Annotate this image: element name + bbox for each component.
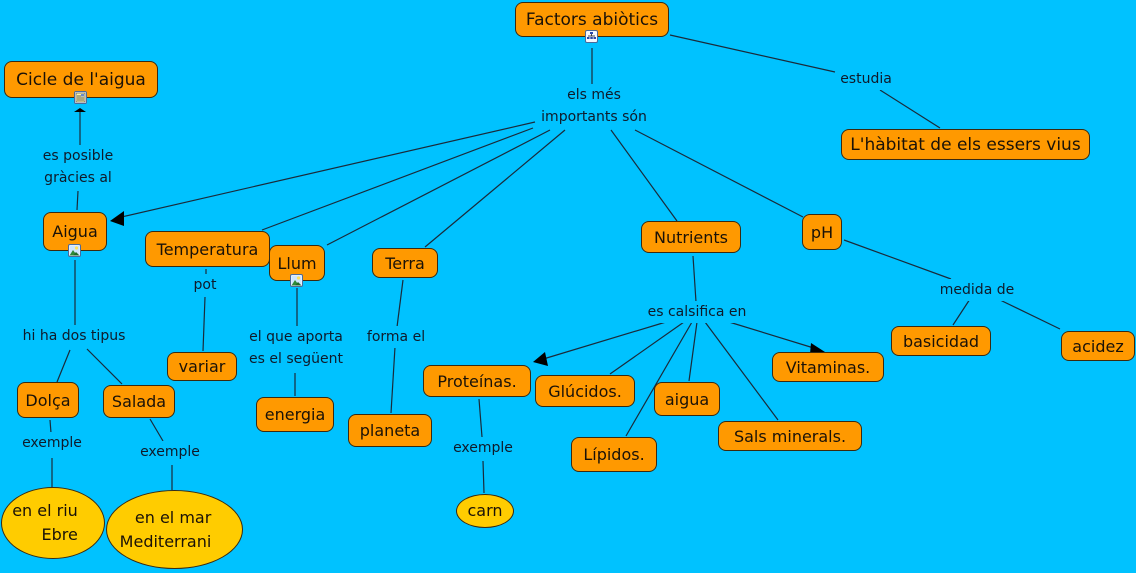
edge-classifica-proteinas [539,321,667,361]
edge-classifica-vitaminas [728,321,818,350]
edge-nutrients-classifica [692,255,697,303]
edge-factors-estudia [669,34,836,73]
link-label-forma: forma el [366,326,426,348]
edge-forma-planeta [390,346,396,414]
concept-vitaminas[interactable]: Vitaminas. [772,352,884,382]
concept-variar[interactable]: variar [167,352,237,381]
edge-medida-basicidad [952,298,971,326]
arrowhead-aigua [110,211,124,226]
link-label-importants: els més importants són [541,84,647,128]
edge-tipus-dolca [56,349,71,383]
concept-ph[interactable]: pH [802,214,842,250]
image-icon-llum[interactable] [290,274,303,287]
edge-importants-temperatura [261,127,534,231]
concept-energia[interactable]: energia [256,397,334,432]
edge-importants-nutrients [610,129,678,222]
concept-terra[interactable]: Terra [372,248,438,278]
link-label-exemple-dolca: exemple [22,432,82,454]
link-label-estudia: estudia [840,68,892,90]
concept-basicidad[interactable]: basicidad [891,326,991,356]
arrowhead-proteinas [533,352,548,366]
concept-proteinas[interactable]: Proteínas. [423,365,531,397]
edge-dolca-exemple [49,419,52,434]
edge-salada-exemple [149,418,164,442]
concept-map-icon[interactable] [585,30,598,43]
edge-ph-medida [843,239,952,280]
arrowhead-cicle [74,108,86,112]
link-label-exemple-salada: exemple [140,441,200,463]
concept-lipidos[interactable]: Lípidos. [571,437,657,472]
edge-exemple-carn [482,460,485,494]
edge-tipus-salada [86,348,123,385]
edge-aigua-posible [76,190,79,211]
concept-salada[interactable]: Salada [103,385,175,418]
concept-sals-minerals[interactable]: Sals minerals. [718,421,862,451]
edge-proteinas-exemple [478,398,483,438]
example-mar-mediterrani[interactable]: en el mar Mediterrani [106,490,243,569]
image-icon-aigua[interactable] [68,244,81,257]
example-riu-ebre[interactable]: en el riu Ebre [1,487,105,559]
link-label-exemple-proteinas: exemple [453,437,513,459]
edge-importants-llum [326,129,551,246]
link-label-pot: pot [193,274,217,296]
edge-importants-ph [634,129,804,218]
concept-nutrients[interactable]: Nutrients [641,221,741,253]
concept-habitat[interactable]: L'hàbitat de els essers vius [841,129,1090,160]
edge-estudia-habitat [879,89,941,129]
edge-importants-aigua [116,121,536,219]
arrowhead-vitaminas [810,343,825,354]
example-carn[interactable]: carn [456,494,514,528]
edge-importants-terra [424,129,566,248]
link-label-medida: medida de [939,279,1015,301]
concept-glucidos[interactable]: Glúcidos. [535,375,635,407]
concept-temperatura[interactable]: Temperatura [145,231,270,267]
edge-pot-variar [202,296,206,352]
edge-classifica-sals [704,321,779,421]
link-label-posible: es posible gràcies al [42,145,114,189]
edge-terra-forma [396,279,404,328]
edge-medida-acidez [997,298,1061,330]
edge-classifica-aigua [688,321,698,382]
concept-dolca[interactable]: Dolça [17,382,79,418]
document-icon[interactable] [74,91,87,104]
link-label-dos-tipus: hi ha dos tipus [22,325,126,347]
concept-acidez[interactable]: acidez [1061,331,1135,361]
edge-classifica-lipidos [625,321,693,437]
link-label-aporta: el que aporta es el següent [249,326,343,370]
concept-cicle-aigua[interactable]: Cicle de l'aigua [4,61,158,98]
concept-planeta[interactable]: planeta [348,414,432,447]
edge-classifica-glucidos [609,321,685,375]
concept-aigua-nutrient[interactable]: aigua [654,382,720,416]
concept-llum[interactable]: Llum [269,245,325,281]
link-label-classifica: es calsifica en [647,301,747,323]
